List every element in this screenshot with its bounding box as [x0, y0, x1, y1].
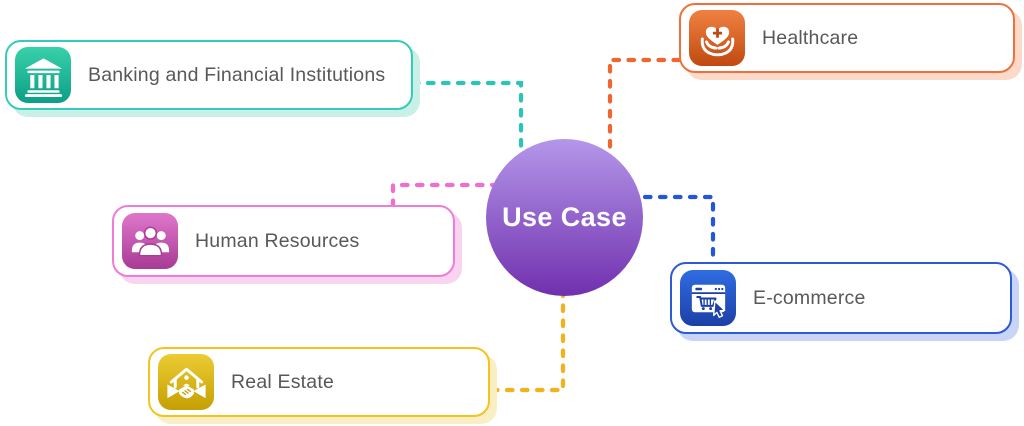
node-human-resources-label: Human Resources	[195, 229, 360, 252]
node-real-estate-label: Real Estate	[231, 370, 335, 393]
use-case-circle: Use Case	[486, 139, 643, 296]
node-banking: Banking and Financial Institutions	[5, 40, 413, 110]
bank-icon	[15, 47, 71, 103]
node-real-estate: Real Estate	[148, 347, 490, 417]
use-case-label: Use Case	[502, 202, 627, 232]
connector-real-estate	[489, 282, 566, 393]
browser-cart-icon	[680, 270, 736, 326]
connector-banking	[410, 80, 524, 168]
house-handshake-icon	[158, 354, 214, 410]
node-ecommerce: E-commerce	[670, 262, 1012, 334]
people-group-icon	[122, 213, 178, 269]
node-healthcare: Healthcare	[679, 3, 1015, 73]
connector-human-resources	[390, 182, 508, 209]
node-human-resources: Human Resources	[112, 205, 455, 277]
hands-heart-icon	[689, 10, 745, 66]
connector-ecommerce	[627, 194, 716, 266]
node-banking-label: Banking and Financial Institutions	[88, 63, 386, 86]
connector-healthcare	[607, 57, 682, 171]
node-ecommerce-label: E-commerce	[753, 286, 866, 309]
node-healthcare-label: Healthcare	[762, 26, 859, 49]
